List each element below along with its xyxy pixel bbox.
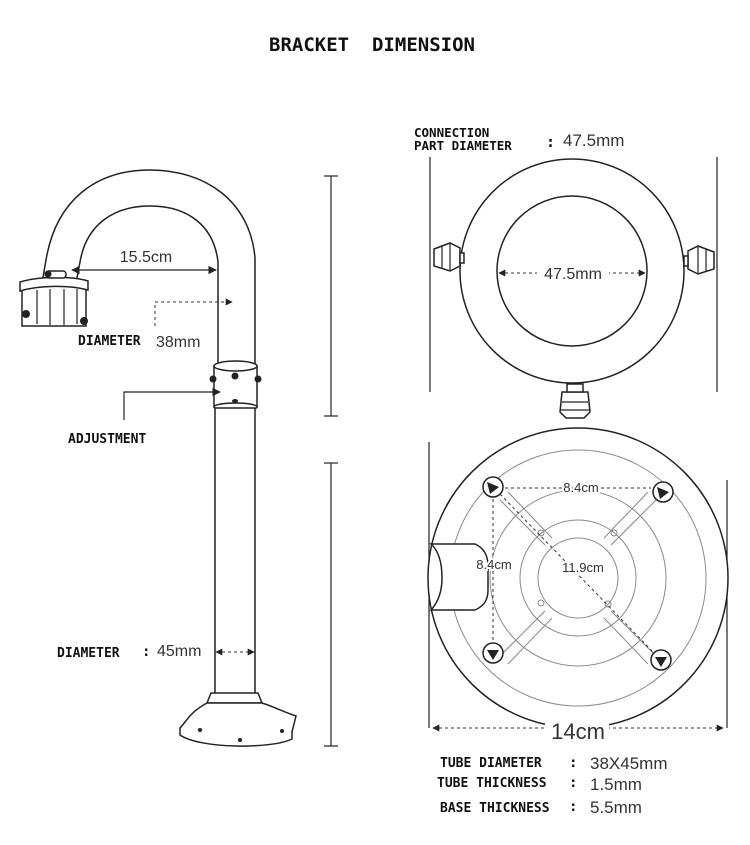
tube-diameter-value: 45mm: [157, 643, 201, 660]
adjustment-leader: [123, 387, 221, 420]
screw-knob-left: [433, 242, 465, 272]
mounting-hole-bottom-left: [482, 642, 504, 664]
spec-sep: :: [569, 775, 577, 791]
base-bottom-view: 8.4cm 8.4cm 11.9cm 14cm: [427, 427, 729, 744]
connection-top-view: CONNECTION PART DIAMETER : 47.5mm 47.5mm: [414, 125, 718, 419]
spec-value: 38X45mm: [590, 754, 667, 773]
connection-sep: :: [546, 133, 555, 151]
arm-diameter-leader: [154, 298, 233, 326]
hole-spacing-horizontal-value: 8.4cm: [563, 480, 598, 495]
diagram-title: BRACKET DIMENSION: [269, 34, 475, 56]
spec-label: TUBE THICKNESS: [437, 776, 547, 791]
adjustment-label: ADJUSTMENT: [68, 432, 146, 447]
spec-row: BASE THICKNESS : 5.5mm: [440, 798, 642, 817]
specs-table: TUBE DIAMETER : 38X45mm TUBE THICKNESS :…: [437, 754, 667, 817]
base-width-value: 14cm: [551, 719, 605, 744]
connection-value: 47.5mm: [563, 131, 624, 150]
connection-label-line2: PART DIAMETER: [414, 138, 512, 153]
arm-diameter-label: DIAMETER: [78, 334, 141, 349]
tube-diameter-label: DIAMETER: [57, 646, 120, 661]
arm-diameter-value: 38mm: [156, 334, 200, 351]
spec-label: TUBE DIAMETER: [440, 756, 542, 771]
spec-sep: :: [569, 799, 577, 815]
base-mid-circle: [489, 489, 667, 667]
main-tube: [214, 407, 256, 701]
adjustment-collar: [209, 360, 262, 412]
height-dimension-upper: [324, 175, 338, 417]
spec-row: TUBE THICKNESS : 1.5mm: [437, 775, 642, 794]
spec-row: TUBE DIAMETER : 38X45mm: [440, 754, 667, 773]
base-spokes: [499, 491, 657, 665]
spec-value: 5.5mm: [590, 798, 642, 817]
base-cable-notch: [429, 543, 489, 611]
spec-sep: :: [569, 755, 577, 771]
base-hub-outer: [519, 519, 637, 637]
connection-label-line1: CONNECTION: [414, 125, 489, 140]
hole-spacing-diagonal-value: 11.9cm: [562, 560, 604, 575]
mounting-hole-bottom-right: [650, 649, 672, 671]
base-hub-inner: [537, 537, 619, 619]
side-view: 15.5cm DIAMETER 38mm ADJUSTMENT DIAMETER…: [19, 169, 338, 747]
spec-value: 1.5mm: [590, 775, 642, 794]
mounting-hole-top-left: [482, 476, 504, 498]
height-dimension-lower: [324, 462, 338, 747]
spec-label: BASE THICKNESS: [440, 801, 550, 816]
curved-arm: [41, 169, 256, 366]
arm-reach-value: 15.5cm: [120, 249, 172, 266]
inner-diameter-value: 47.5mm: [544, 266, 602, 283]
screw-knob-bottom: [559, 383, 591, 419]
hole-spacing-diagonal-line: [499, 493, 655, 654]
mounting-hole-top-right: [652, 481, 674, 503]
hole-spacing-vertical-value: 8.4cm: [476, 557, 511, 572]
bracket-base: [178, 692, 297, 747]
camera-mount-cap: [19, 270, 89, 327]
tube-diameter-sep: :: [142, 644, 150, 660]
screw-knob-right: [683, 245, 715, 275]
